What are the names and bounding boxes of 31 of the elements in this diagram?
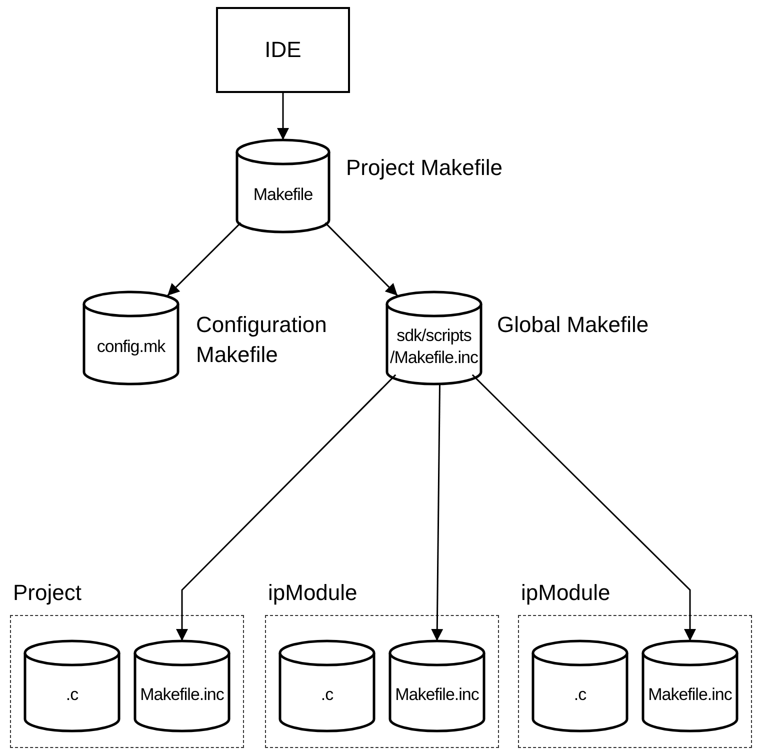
file-name: Makefile.inc: [140, 684, 224, 706]
group-heading: Project: [13, 580, 82, 606]
arrow: [431, 384, 444, 641]
group-heading: ipModule: [521, 580, 610, 606]
file-cylinder: [386, 292, 482, 384]
file-caption: Project Makefile: [346, 154, 504, 182]
file-name: sdk/scripts /Makefile.inc: [389, 325, 479, 369]
file-cylinder: [642, 641, 738, 731]
arrow: [324, 222, 398, 296]
file-name: .c: [66, 684, 78, 706]
file-name: .c: [320, 684, 334, 706]
file-name: .c: [574, 684, 586, 706]
file-cylinder: [83, 292, 179, 384]
arrow: [277, 93, 289, 140]
arrow: [166, 222, 242, 296]
arrow: [472, 374, 696, 641]
process-box: IDE: [216, 7, 350, 93]
file-name: Makefile.inc: [648, 684, 732, 706]
file-cylinder: [24, 641, 120, 731]
file-name: config.mk: [96, 336, 166, 358]
file-caption: Global Makefile: [497, 311, 650, 339]
file-cylinder: [532, 641, 628, 731]
arrow: [176, 374, 396, 641]
file-name: Makefile.inc: [395, 684, 479, 706]
group-heading: ipModule: [268, 580, 358, 606]
file-cylinder: [134, 641, 230, 731]
file-cylinder: [389, 641, 485, 731]
file-cylinder: [236, 140, 330, 232]
file-cylinder: [279, 641, 375, 731]
file-name: Makefile: [253, 184, 313, 206]
file-caption: Configuration Makefile: [196, 311, 328, 369]
